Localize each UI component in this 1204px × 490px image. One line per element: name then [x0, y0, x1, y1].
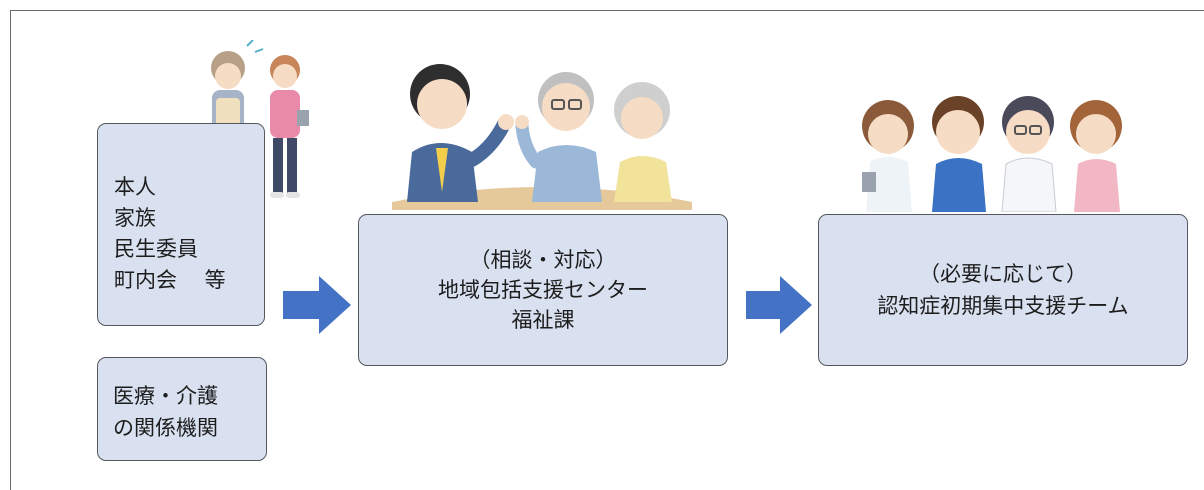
right-arrow-icon	[746, 276, 812, 334]
team-subtitle: （必要に応じて）	[919, 262, 1087, 286]
source-line-neighborhood-association: 町内会 等	[114, 268, 226, 292]
center-line-1: 地域包括支援センター	[438, 278, 648, 302]
source-line-person: 本人	[114, 175, 156, 199]
medical-line-1: 医療・介護	[113, 384, 218, 408]
center-line-2: 福祉課	[511, 308, 575, 332]
source-box: 本人 家族 民生委員 町内会 等	[97, 123, 265, 326]
support-team-illustration	[862, 96, 1122, 212]
right-arrow-icon	[283, 276, 351, 334]
team-box: （必要に応じて） 認知症初期集中支援チーム	[818, 214, 1188, 366]
medical-line-2: の関係機関	[113, 416, 218, 440]
center-box: （相談・対応） 地域包括支援センター 福祉課	[358, 214, 728, 366]
source-line-welfare-commissioner: 民生委員	[114, 237, 198, 261]
team-line-1: 認知症初期集中支援チーム	[877, 294, 1129, 318]
center-subtitle: （相談・対応）	[469, 248, 617, 272]
medical-box: 医療・介護 の関係機関	[97, 357, 267, 461]
source-line-family: 家族	[114, 206, 156, 230]
consultation-meeting-illustration	[392, 64, 692, 210]
